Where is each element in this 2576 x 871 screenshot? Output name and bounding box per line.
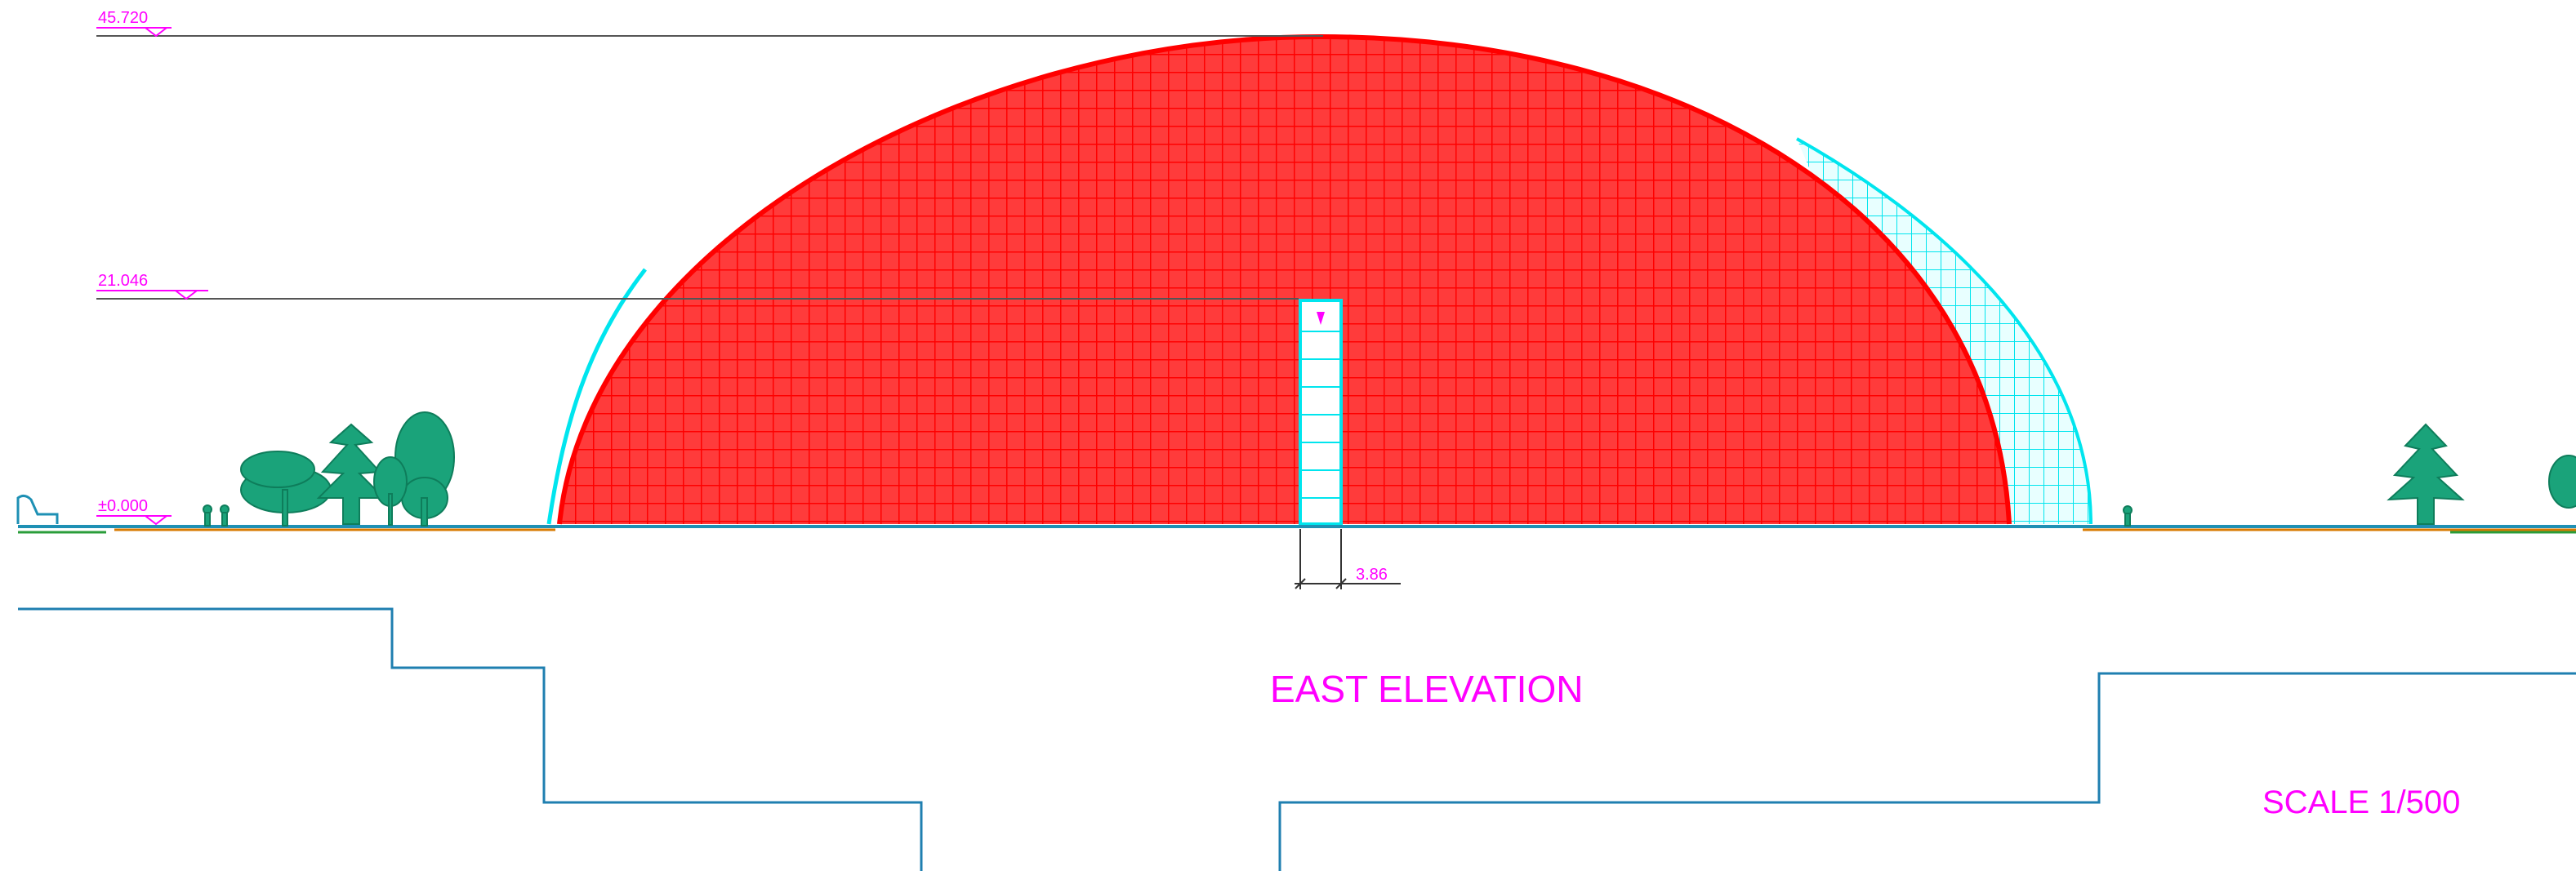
person-icon	[2123, 505, 2133, 527]
tree-icon	[373, 456, 408, 526]
level-triangle-icon	[143, 515, 169, 526]
dimension-label: 3.86	[1356, 566, 1388, 584]
level-marker-ground: ±0.000	[96, 497, 172, 526]
tree-icon	[2387, 423, 2465, 525]
level-triangle-icon	[173, 290, 199, 300]
tree-icon	[316, 423, 386, 525]
tree-icon	[240, 451, 332, 527]
dome-front-shell	[557, 33, 2012, 525]
section-outline	[18, 607, 2576, 871]
entrance-marker-icon	[1317, 312, 1325, 325]
tree-icon	[394, 411, 455, 527]
entrance-column	[1299, 299, 1343, 526]
level-marker-top: 45.720	[96, 9, 1323, 38]
level-label-ground: ±0.000	[98, 497, 148, 515]
trees-right	[2123, 423, 2576, 527]
entrance-dimension: 3.86	[1295, 529, 1401, 589]
tree-icon	[2548, 455, 2576, 509]
ground-line	[16, 494, 2576, 534]
bench-icon	[16, 494, 59, 524]
trees-left	[203, 411, 455, 527]
person-icon	[203, 504, 230, 527]
drawing-title: EAST ELEVATION	[1270, 668, 1583, 710]
level-marker-mid: 21.046	[96, 272, 1299, 300]
level-label-mid: 21.046	[98, 272, 148, 290]
level-triangle-icon	[143, 27, 169, 38]
scale-label: SCALE 1/500	[2262, 784, 2460, 820]
level-label-top: 45.720	[98, 9, 148, 27]
